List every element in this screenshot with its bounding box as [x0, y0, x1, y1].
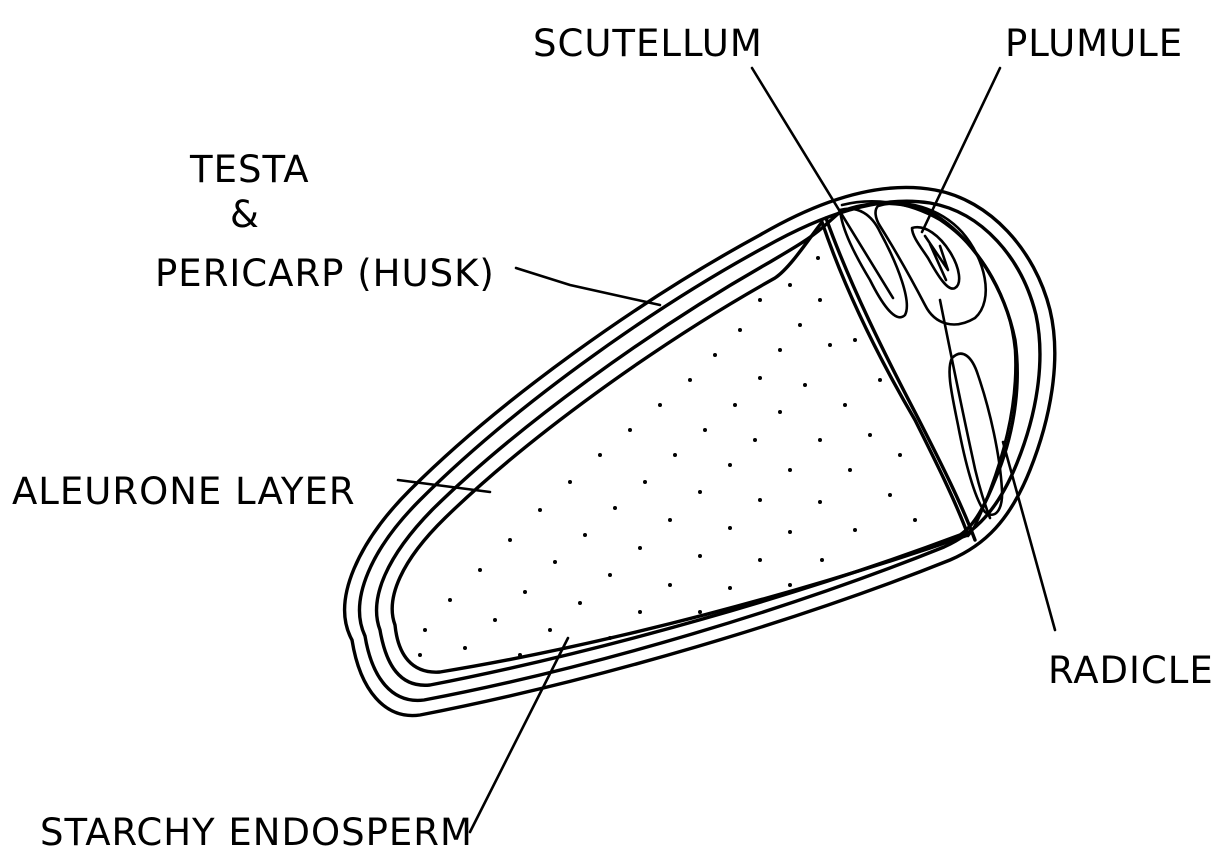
label-testa-line1: TESTA — [189, 148, 310, 191]
scutellum-boundary — [826, 218, 975, 540]
label-testa-line3: PERICARP (HUSK) — [155, 252, 495, 295]
leader-testa — [516, 268, 660, 305]
embryo-outline — [842, 201, 1015, 536]
radicle-shape — [950, 354, 1003, 515]
label-plumule: PLUMULE — [1005, 22, 1183, 65]
label-radicle: RADICLE — [1048, 649, 1214, 692]
label-aleurone: ALEURONE LAYER — [12, 470, 356, 513]
leader-plumule — [922, 68, 1000, 232]
scutellum-shape — [840, 209, 907, 318]
label-scutellum: SCUTELLUM — [533, 22, 763, 65]
label-starchy-endosperm: STARCHY ENDOSPERM — [40, 811, 473, 854]
label-testa-line2: & — [230, 193, 260, 236]
leader-scutellum — [752, 68, 893, 298]
